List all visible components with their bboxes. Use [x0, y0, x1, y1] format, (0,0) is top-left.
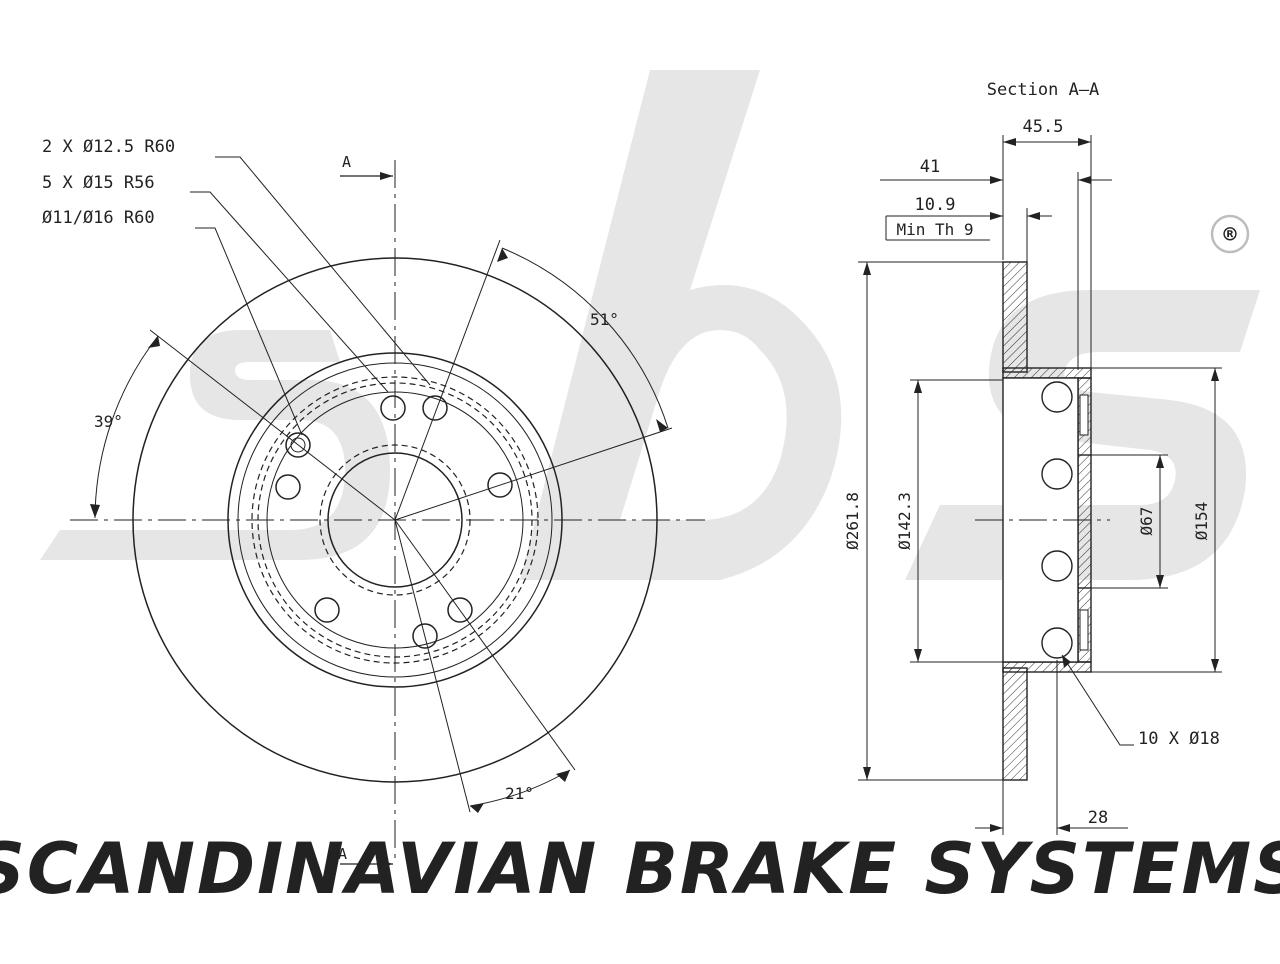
outer-disc-edge [132, 257, 658, 783]
angle-line-39 [149, 329, 396, 521]
bolt-hole [422, 395, 448, 421]
friction-ring-bottom [1002, 667, 1028, 781]
arc-39 [94, 335, 159, 519]
callout-holes-12-5: 2 X Ø12.5 R60 [42, 137, 175, 157]
angle-51-label: 51° [590, 310, 619, 329]
section-letter-top: A [342, 153, 351, 171]
hub-dashed-ring [319, 444, 471, 596]
dim-min-thickness-value: 10.9 [915, 195, 956, 215]
section-title: Section A–A [987, 80, 1100, 100]
section-dimension-lines [858, 135, 1222, 835]
dim-overall-height: 45.5 [1023, 117, 1064, 137]
bolt-hole [380, 395, 406, 421]
brand-tagline: SCANDINAVIAN BRAKE SYSTEMS [0, 828, 1280, 910]
dim-min-thickness-label: Min Th 9 [896, 220, 973, 239]
leader-12-5 [215, 156, 431, 386]
callout-holes-15: 5 X Ø15 R56 [42, 173, 155, 193]
hat-ring-dashed-2 [257, 382, 533, 658]
registered-symbol: ® [1223, 223, 1237, 248]
bolt-hole [285, 432, 311, 458]
angle-line-51 [394, 239, 501, 521]
vent-hole [1041, 458, 1073, 490]
hat-flange-bottom [1002, 661, 1092, 673]
section-marker-top: A [340, 153, 393, 177]
section-arrowheads [863, 138, 1219, 832]
angle-line-21b [394, 519, 576, 771]
hat-ring-dashed-1 [251, 376, 539, 664]
section-marker-bottom: A [338, 845, 393, 865]
bolt-hole [275, 474, 301, 500]
angle-39-label: 39° [94, 412, 123, 431]
dim-outer-diameter: Ø261.8 [843, 492, 862, 550]
hat-outer-edge [227, 352, 563, 688]
dim-hat-height: 41 [920, 157, 940, 177]
vent-hole [1041, 627, 1073, 659]
bolt-hole [487, 472, 513, 498]
registered-mark: ® [1210, 214, 1250, 254]
center-bore [327, 452, 463, 588]
hat-ring-2 [266, 391, 524, 649]
bolt-hole [412, 623, 438, 649]
leader-11-16 [195, 227, 303, 436]
angle-line-21a [394, 519, 471, 813]
arc-51 [501, 247, 669, 429]
vent-hole [1041, 550, 1073, 582]
hat-ring-1 [237, 362, 553, 678]
bolt-hole [314, 597, 340, 623]
bolt-hole [447, 597, 473, 623]
dim-center-bore: Ø67 [1137, 507, 1156, 536]
leader-15 [190, 191, 389, 393]
angle-21-label: 21° [505, 784, 534, 803]
angle-line-51b [394, 427, 673, 521]
bolt-hole-inner [290, 437, 306, 453]
vent-hole [1041, 381, 1073, 413]
dim-disc-thickness: 28 [1088, 808, 1108, 828]
dim-hat-diameter: Ø142.3 [895, 492, 914, 550]
friction-ring-top [1002, 261, 1028, 373]
section-letter-bottom: A [338, 845, 347, 863]
dim-vent-holes: 10 X Ø18 [1138, 729, 1220, 749]
dim-hub-diameter: Ø154 [1192, 502, 1211, 541]
callout-holes-11-16: Ø11/Ø16 R60 [42, 208, 155, 228]
